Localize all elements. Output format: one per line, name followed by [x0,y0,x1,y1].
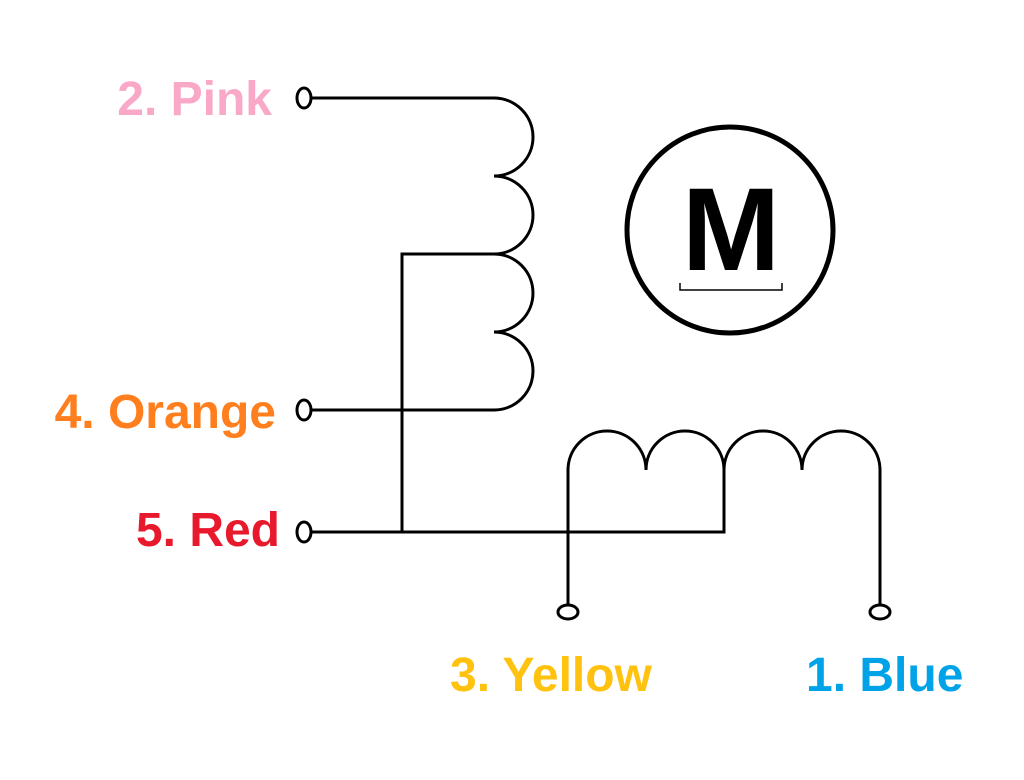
label-pink: 2. Pink [117,73,272,126]
motor-letter: M [682,164,780,296]
terminal-blue [868,603,892,621]
vertical-coil [492,96,535,412]
terminal-orange [295,398,313,422]
label-blue: 1. Blue [806,649,963,702]
label-orange: 4. Orange [55,386,276,439]
terminal-pink [295,86,313,110]
wire-red [310,468,726,534]
motor-symbol: M [624,124,836,336]
label-yellow: 3. Yellow [450,649,653,702]
motor-underline-bracket [679,283,783,291]
terminal-red [295,520,313,544]
coil-center-tap-segment [400,252,496,534]
motor-circle [624,124,836,336]
terminal-yellow [556,603,580,621]
horizontal-coil [566,429,882,472]
label-red: 5. Red [136,504,280,557]
